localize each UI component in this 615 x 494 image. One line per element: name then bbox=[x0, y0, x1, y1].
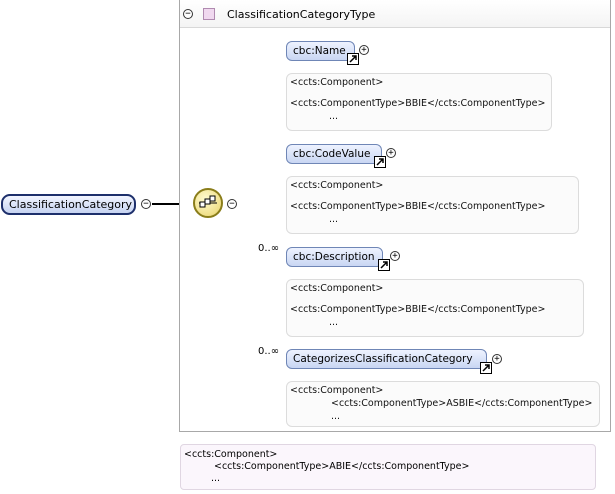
element-label: CategorizesClassificationCategory bbox=[293, 353, 473, 365]
element-label: cbc:Description bbox=[293, 251, 375, 263]
root-element-classification-category[interactable]: ClassificationCategory bbox=[1, 194, 136, 215]
annotation-line: <ccts:Component> bbox=[290, 77, 384, 88]
expand-button[interactable]: + bbox=[390, 251, 400, 261]
annotation-line: <ccts:Component> bbox=[184, 449, 278, 460]
element-categorizes-classification-category[interactable]: CategorizesClassificationCategory bbox=[286, 349, 487, 369]
element-cbc-codevalue[interactable]: cbc:CodeValue bbox=[286, 144, 382, 164]
type-annotation: <ccts:Component> <ccts:ComponentType>ABI… bbox=[180, 444, 596, 490]
annotation-line: <ccts:Component> bbox=[290, 385, 384, 396]
expand-button[interactable]: + bbox=[386, 148, 396, 158]
complex-type-header bbox=[180, 0, 610, 28]
sequence-compositor[interactable] bbox=[193, 188, 223, 218]
root-collapse-button[interactable]: − bbox=[141, 199, 151, 209]
occurrence-label: 0..∞ bbox=[258, 243, 280, 254]
element-annotation: <ccts:Component> <ccts:ComponentType>ASB… bbox=[286, 381, 600, 427]
annotation-line: ... bbox=[329, 111, 339, 122]
annotation-line: ... bbox=[329, 214, 339, 225]
annotation-line: <ccts:Component> bbox=[290, 283, 384, 294]
complex-type-name: ClassificationCategoryType bbox=[227, 8, 376, 21]
reference-arrow-icon bbox=[347, 53, 359, 65]
sequence-icon bbox=[199, 195, 217, 208]
type-collapse-button[interactable]: − bbox=[183, 9, 193, 19]
sequence-collapse-button[interactable]: − bbox=[227, 199, 237, 209]
expand-button[interactable]: + bbox=[492, 354, 502, 364]
element-label: cbc:CodeValue bbox=[293, 148, 371, 160]
annotation-line: ... bbox=[331, 411, 341, 422]
annotation-line: <ccts:ComponentType>ABIE</ccts:Component… bbox=[214, 461, 470, 472]
annotation-line: <ccts:ComponentType>BBIE</ccts:Component… bbox=[290, 98, 546, 109]
annotation-line: <ccts:Component> bbox=[290, 180, 384, 191]
reference-arrow-icon bbox=[378, 259, 390, 271]
occurrence-label: 0..∞ bbox=[258, 346, 280, 357]
annotation-line: ... bbox=[329, 317, 339, 328]
element-label: cbc:Name bbox=[293, 45, 346, 57]
annotation-line: ... bbox=[211, 473, 221, 484]
expand-button[interactable]: + bbox=[359, 45, 369, 55]
element-annotation: <ccts:Component> <ccts:ComponentType>BBI… bbox=[286, 279, 584, 337]
reference-arrow-icon bbox=[480, 362, 492, 374]
element-annotation: <ccts:Component> <ccts:ComponentType>BBI… bbox=[286, 176, 579, 234]
reference-arrow-icon bbox=[374, 156, 386, 168]
root-element-label: ClassificationCategory bbox=[9, 198, 133, 211]
annotation-line: <ccts:ComponentType>ASBIE</ccts:Componen… bbox=[331, 398, 593, 409]
complex-type-icon bbox=[203, 8, 215, 20]
element-cbc-name[interactable]: cbc:Name bbox=[286, 41, 355, 61]
annotation-line: <ccts:ComponentType>BBIE</ccts:Component… bbox=[290, 201, 546, 212]
annotation-line: <ccts:ComponentType>BBIE</ccts:Component… bbox=[290, 304, 546, 315]
element-annotation: <ccts:Component> <ccts:ComponentType>BBI… bbox=[286, 73, 552, 131]
element-cbc-description[interactable]: cbc:Description bbox=[286, 247, 383, 267]
